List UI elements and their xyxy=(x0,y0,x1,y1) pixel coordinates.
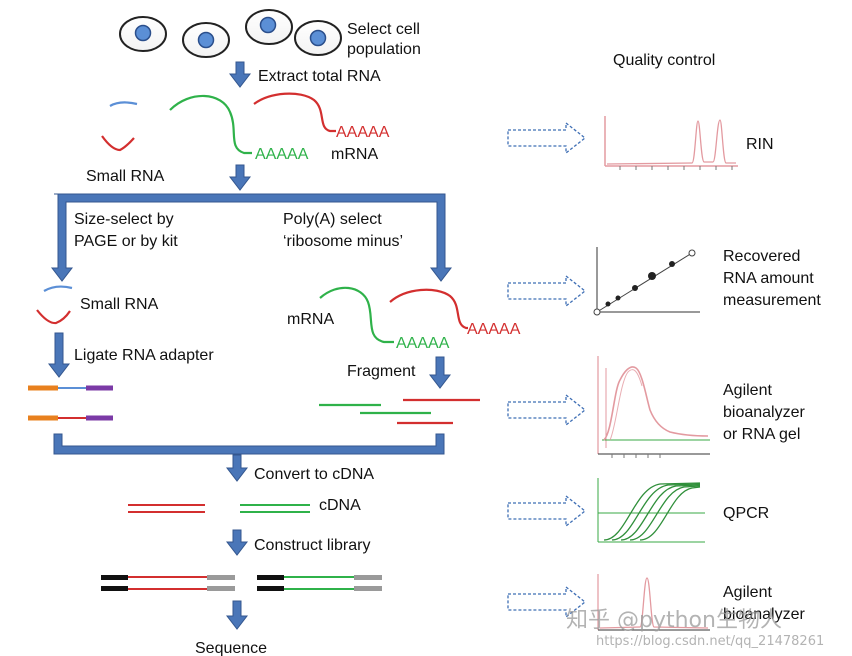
cdna-duplexes xyxy=(128,504,310,513)
flow-arrow-sequence xyxy=(225,600,249,630)
mrna-label: mRNA xyxy=(331,146,378,163)
polya-tail-red-2: AAAAA xyxy=(467,321,521,338)
small-rna-strand-red xyxy=(101,135,135,152)
ligate-adapter-label: Ligate RNA adapter xyxy=(74,347,214,364)
convert-cdna-label: Convert to cDNA xyxy=(254,466,374,483)
dashed-arrow-icon xyxy=(507,121,587,155)
flow-arrow-extract xyxy=(228,61,252,88)
sequence-label: Sequence xyxy=(195,640,267,656)
polya-tail-green: AAAAA xyxy=(255,146,309,163)
mrna-strand-red xyxy=(253,92,336,133)
cell-icon xyxy=(245,9,293,45)
polya-tail-green-2: AAAAA xyxy=(396,335,450,352)
construct-library-label: Construct library xyxy=(254,537,370,554)
cell-population-icon xyxy=(119,9,342,58)
qc-qpcr-curves-thumbnail xyxy=(597,478,705,543)
qc-library-bioanalyzer-thumbnail xyxy=(597,574,710,631)
mrna-strand-red-2 xyxy=(389,288,468,330)
flow-arrow-ligate xyxy=(47,332,71,378)
library-fragments xyxy=(101,575,382,591)
cdna-label: cDNA xyxy=(319,497,361,514)
cell-icon xyxy=(294,20,342,56)
qc-standard-curve-thumbnail xyxy=(593,247,700,316)
polya-select-label: Poly(A) select‘ribosome minus’ xyxy=(283,211,403,250)
mrna-strand-green-2 xyxy=(319,286,394,344)
qc-bioanalyzer-trace-thumbnail xyxy=(597,356,710,458)
dashed-arrow-icon xyxy=(507,494,587,528)
qc-label-rin: RIN xyxy=(746,136,774,153)
flow-arrow-construct xyxy=(225,529,249,556)
flow-arrow-split xyxy=(228,164,252,191)
watermark-text: 知乎 @python生物人 xyxy=(566,608,782,633)
cell-icon xyxy=(119,16,167,52)
polya-tail-red: AAAAA xyxy=(336,124,390,141)
dashed-arrow-icon xyxy=(507,585,587,619)
watermark-url: https://blog.csdn.net/qq_21478261 xyxy=(596,634,824,649)
small-rna-label: Small RNA xyxy=(86,168,165,185)
cell-icon xyxy=(182,22,230,58)
qc-label-qpcr: QPCR xyxy=(723,505,769,522)
adapter-ligated-rna xyxy=(28,385,113,421)
mrna-label-2: mRNA xyxy=(287,311,334,328)
split-bar xyxy=(50,193,453,282)
dashed-arrow-icon xyxy=(507,274,587,308)
quality-control-title: Quality control xyxy=(613,52,715,69)
small-rna-strand-blue-2 xyxy=(43,285,73,292)
rna-fragments xyxy=(319,398,480,425)
mrna-strand-green xyxy=(169,94,252,155)
small-rna-strand-blue xyxy=(109,101,138,107)
flow-arrow-fragment xyxy=(428,356,452,389)
small-rna-strand-red-2 xyxy=(36,309,71,325)
qc-rin-electropherogram-thumbnail xyxy=(604,116,738,170)
flow-arrow-convert xyxy=(225,454,249,482)
qc-dashed-arrows xyxy=(507,121,587,619)
extract-total-rna-label: Extract total RNA xyxy=(258,68,381,85)
fragment-label: Fragment xyxy=(347,363,416,380)
dashed-arrow-icon xyxy=(507,393,587,427)
small-rna-label-2: Small RNA xyxy=(80,296,159,313)
merge-bar xyxy=(53,433,445,455)
